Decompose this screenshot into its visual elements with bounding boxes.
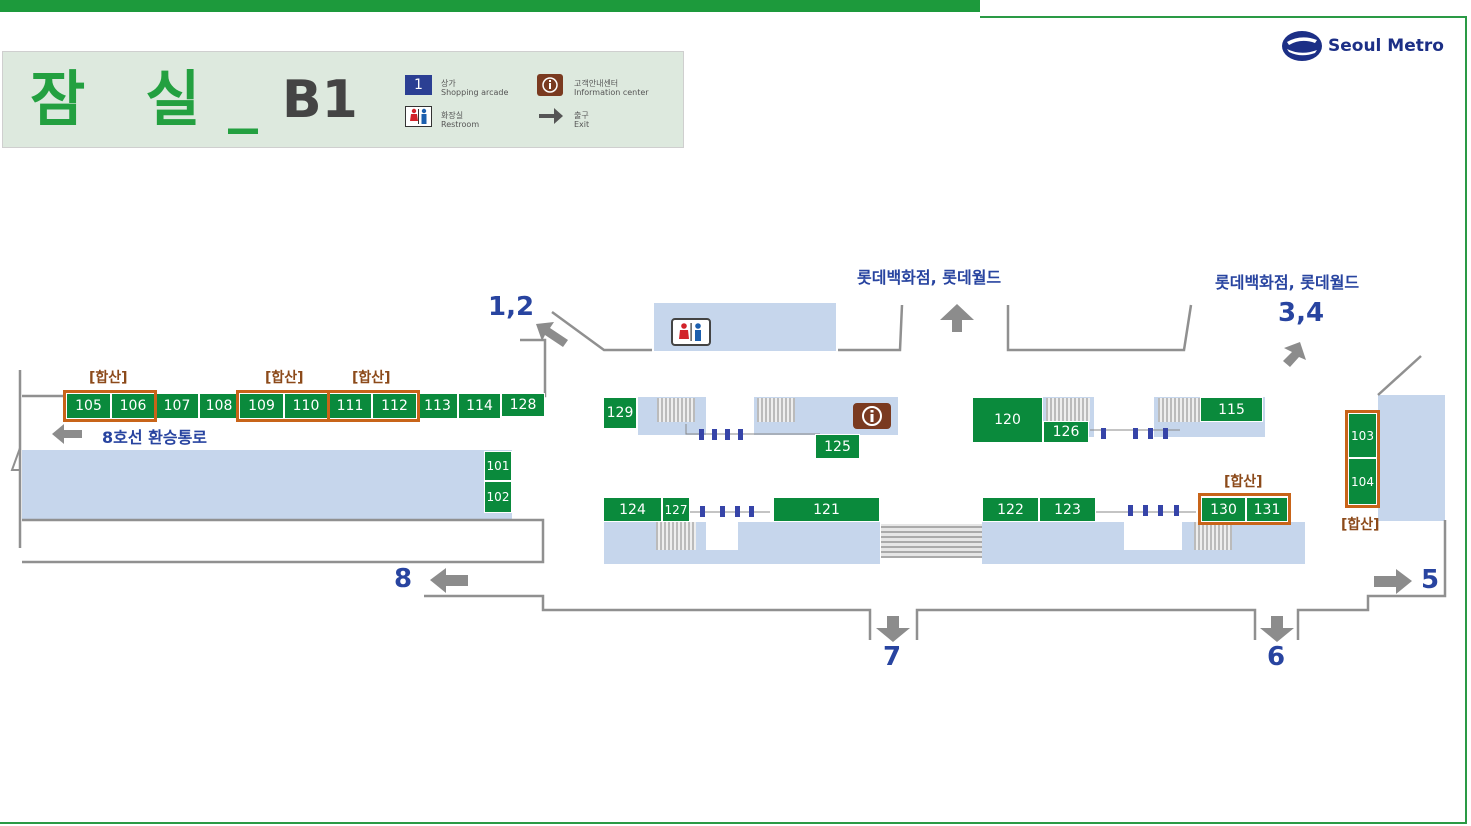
top-green-bar [0, 0, 980, 12]
legend-exit: 출구 Exit [574, 111, 590, 129]
legend-restroom: 화장실 Restroom [441, 111, 480, 129]
shop-105[interactable]: 105 [66, 393, 111, 419]
escalator-icon [656, 522, 696, 550]
shop-126[interactable]: 126 [1043, 421, 1089, 443]
shop-125[interactable]: 125 [815, 434, 860, 459]
merged-label: [합산] [352, 370, 391, 386]
exit-5-label: 5 [1421, 565, 1440, 595]
merged-label: [합산] [1224, 474, 1263, 490]
escalator-icon [1158, 398, 1200, 422]
exit-3-4-label: 3,4 [1278, 298, 1325, 328]
floor-label: B1 [282, 70, 358, 130]
hall-gap [706, 522, 738, 550]
exit-5-hall [1378, 395, 1445, 521]
shop-122[interactable]: 122 [982, 497, 1039, 522]
destination-north-center: 롯데백화점, 롯데월드 [857, 268, 1002, 287]
hall-gap [1124, 522, 1182, 550]
destination-north-right: 롯데백화점, 롯데월드 [1215, 273, 1360, 292]
shop-114[interactable]: 114 [458, 393, 501, 419]
transfer-passage-label: 8호선 환승통로 [102, 428, 208, 447]
seoul-metro-logo-icon [1281, 30, 1323, 66]
merged-label: [합산] [265, 370, 304, 386]
shop-111[interactable]: 111 [328, 393, 372, 419]
exit-arrow-icon [537, 105, 565, 131]
shop-127[interactable]: 127 [662, 497, 690, 522]
frame-border-right [1465, 16, 1467, 824]
shop-123[interactable]: 123 [1039, 497, 1096, 522]
shop-112[interactable]: 112 [372, 393, 417, 419]
transfer-corridor [22, 450, 512, 520]
brand-name: Seoul Metro [1328, 36, 1444, 56]
shop-131[interactable]: 131 [1246, 497, 1288, 522]
shop-129[interactable]: 129 [603, 397, 637, 429]
restroom-icon [671, 318, 711, 346]
shop-103[interactable]: 103 [1348, 413, 1377, 458]
legend-info: 고객안내센터 Information center [574, 79, 649, 97]
escalator-icon [657, 398, 695, 422]
escalator-icon [1046, 398, 1090, 422]
restroom-icon [405, 106, 432, 127]
exit-6-label: 6 [1267, 642, 1286, 672]
concourse-lower-left [604, 522, 880, 564]
info-center-icon [537, 74, 563, 96]
legend-shopping: 상가 Shopping arcade [441, 79, 509, 97]
merged-frame [327, 390, 420, 422]
shop-102[interactable]: 102 [484, 481, 512, 513]
escalator-icon [1194, 522, 1232, 550]
shop-106[interactable]: 106 [111, 393, 155, 419]
shop-120[interactable]: 120 [972, 397, 1043, 443]
escalator-icon [757, 398, 795, 422]
merged-label: [합산] [1341, 517, 1380, 533]
exit-7-label: 7 [883, 642, 902, 672]
shop-113[interactable]: 113 [417, 393, 458, 419]
shopping-arcade-icon: 1 [405, 75, 432, 95]
title-panel [2, 51, 684, 148]
shop-128[interactable]: 128 [501, 393, 545, 417]
shop-107[interactable]: 107 [155, 393, 199, 419]
frame-border-top [980, 16, 1467, 18]
shop-115[interactable]: 115 [1200, 397, 1263, 422]
exit-1-2-label: 1,2 [488, 292, 535, 322]
shop-124[interactable]: 124 [603, 497, 662, 522]
merged-frame [236, 390, 330, 422]
shop-121[interactable]: 121 [773, 497, 880, 522]
merged-frame [1198, 493, 1291, 525]
info-center-icon[interactable] [853, 403, 891, 429]
exit-8-label: 8 [394, 564, 413, 594]
stairs-icon [881, 524, 982, 558]
shop-109[interactable]: 109 [239, 393, 284, 419]
merged-label: [합산] [89, 370, 128, 386]
shop-108[interactable]: 108 [199, 393, 239, 419]
frame-border-bottom [0, 822, 1467, 824]
merged-frame [1345, 410, 1380, 508]
shop-130[interactable]: 130 [1201, 497, 1246, 522]
shop-101[interactable]: 101 [484, 451, 512, 481]
title-separator: _ [228, 65, 258, 135]
shop-104[interactable]: 104 [1348, 458, 1377, 505]
merged-frame [63, 390, 157, 422]
station-name: 잠실 [30, 65, 261, 135]
